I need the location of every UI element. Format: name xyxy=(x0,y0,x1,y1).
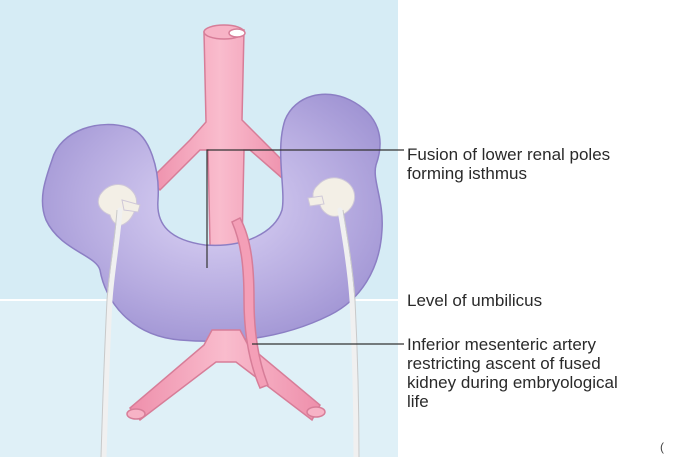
corner-mark: ( xyxy=(660,440,664,454)
fusion-isthmus-label: Fusion of lower renal poles forming isth… xyxy=(407,145,662,183)
inferior-mesenteric-artery-label: Inferior mesenteric artery restricting a… xyxy=(407,335,667,411)
umbilicus-level-label: Level of umbilicus xyxy=(407,291,662,310)
